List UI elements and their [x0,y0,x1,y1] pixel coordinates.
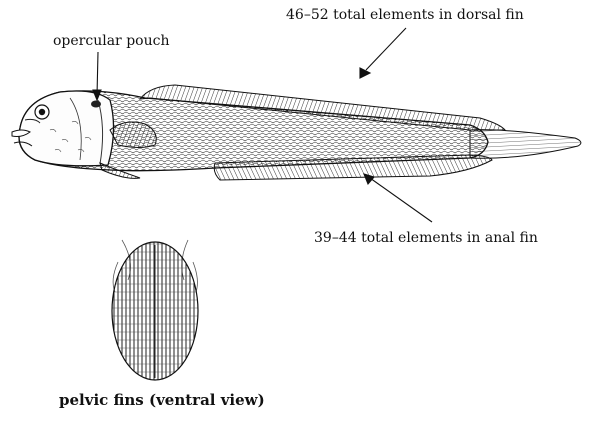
anal-fin-label: 39–44 total elements in anal fin [314,230,538,246]
pelvic-fins-ventral [112,240,198,380]
pelvic-fins-caption: pelvic fins (ventral view) [59,391,265,409]
opercular-pouch-label: opercular pouch [53,33,169,49]
opercular-pouch-mark [91,101,101,108]
eye [35,105,49,119]
dorsal-fin-label: 46–52 total elements in dorsal fin [286,7,524,23]
